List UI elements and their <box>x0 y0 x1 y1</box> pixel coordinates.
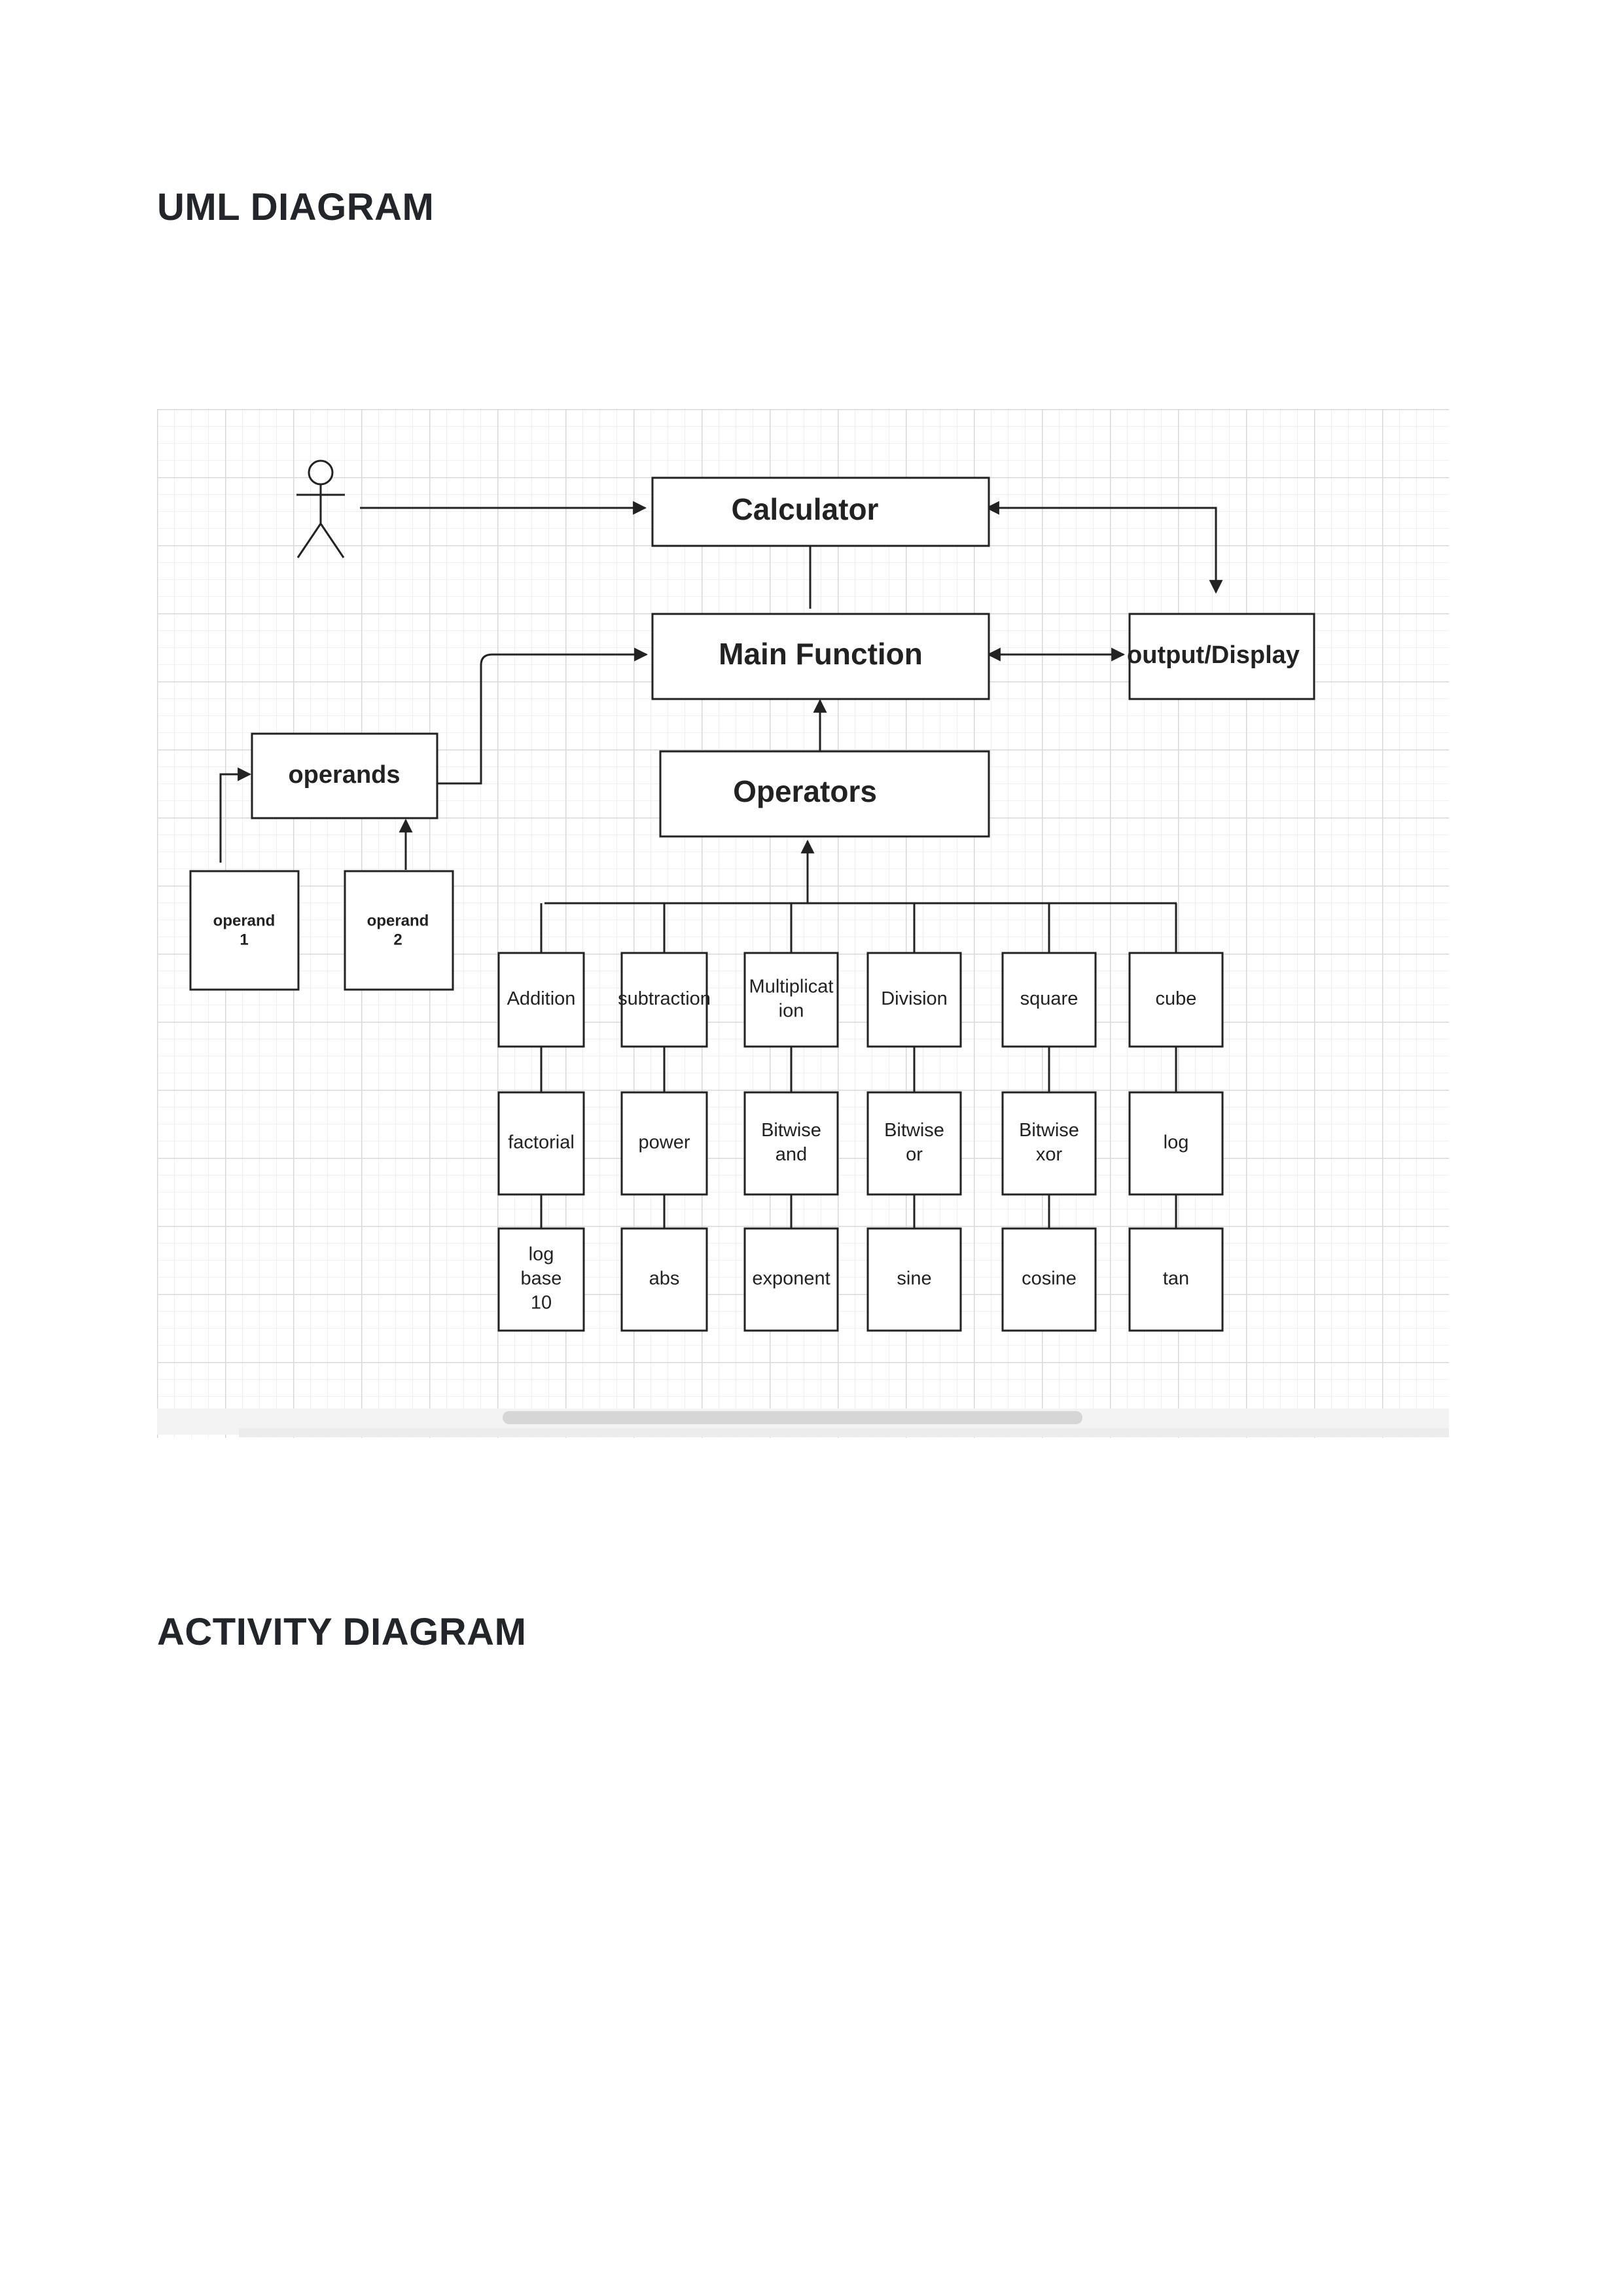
canvas-bottom-edge <box>239 1428 1449 1437</box>
main-function-label: Main Function <box>719 637 923 671</box>
operation-box-exponent: exponent <box>743 1227 839 1332</box>
operation-box-subtraction: subtraction <box>618 952 711 1048</box>
operation-label-power-line1: power <box>639 1132 690 1153</box>
operation-box-addition: Addition <box>497 952 585 1048</box>
operation-box-multiplicat-ion: Multiplicat ion <box>743 952 839 1048</box>
operation-label-bitwise-or-line1: Bitwise <box>884 1120 944 1141</box>
operation-label-bitwise-and-line2: and <box>776 1144 807 1165</box>
operation-label-bitwise-xor-line1: Bitwise <box>1019 1120 1079 1141</box>
operation-label-division-line1: Division <box>881 988 948 1009</box>
operand-2-label-line2: 2 <box>393 931 402 948</box>
operation-label-multiplicat-ion-line2: ion <box>779 1001 804 1022</box>
output-display-label: output/Display <box>1127 641 1300 669</box>
operand-1-label-line2: 1 <box>240 931 248 948</box>
operators-label: Operators <box>733 774 877 808</box>
operation-box-factorial: factorial <box>497 1091 585 1196</box>
operation-links <box>540 903 1177 1229</box>
operation-label-sine-line1: sine <box>897 1268 931 1289</box>
operation-box-bitwise-and: Bitwise and <box>743 1091 839 1196</box>
operation-label-abs-line1: abs <box>649 1268 680 1289</box>
operands-to-main-arrow <box>437 647 649 785</box>
operation-box-division: Division <box>866 952 962 1048</box>
operands-box: operands <box>251 732 438 819</box>
uml-diagram-heading: UML DIAGRAM <box>157 186 435 228</box>
operation-label-bitwise-and-line1: Bitwise <box>761 1120 821 1141</box>
actor-stick-figure-icon <box>296 459 345 558</box>
operand-1-box: operand 1 <box>189 870 300 991</box>
horizontal-scrollbar-thumb[interactable] <box>503 1411 1082 1424</box>
operation-label-log-base-10-line1: log <box>529 1244 554 1265</box>
operation-label-addition-line1: Addition <box>507 988 576 1009</box>
operation-box-bitwise-or: Bitwise or <box>866 1091 962 1196</box>
operands-label: operands <box>288 761 400 789</box>
operation-label-cosine-line1: cosine <box>1022 1268 1077 1289</box>
operators-box: Operators <box>659 750 990 838</box>
main-function-box: Main Function <box>651 613 990 700</box>
operation-box-log: log <box>1128 1091 1224 1196</box>
calculator-box: Calculator <box>651 476 990 547</box>
operation-label-bitwise-or-line2: or <box>906 1144 923 1165</box>
operation-label-bitwise-xor-line2: xor <box>1036 1144 1063 1165</box>
output-display-box: output/Display <box>1127 613 1315 700</box>
operation-box-abs: abs <box>620 1227 708 1332</box>
operation-label-log-base-10-line2: base <box>521 1268 562 1289</box>
operation-box-cube: cube <box>1128 952 1224 1048</box>
operand1-to-operands-arrow <box>219 767 252 863</box>
operation-label-cube-line1: cube <box>1156 988 1197 1009</box>
operation-box-tan: tan <box>1128 1227 1224 1332</box>
operation-label-log-base-10-line3: 10 <box>531 1293 552 1314</box>
operation-label-tan-line1: tan <box>1163 1268 1189 1289</box>
activity-diagram-heading: ACTIVITY DIAGRAM <box>157 1611 527 1653</box>
operation-label-subtraction-line1: subtraction <box>618 988 711 1009</box>
operation-box-power: power <box>620 1091 708 1196</box>
operand-2-box: operand 2 <box>344 870 454 991</box>
operation-boxes: Addition subtraction Multiplicat ion Divisio… <box>497 952 1224 1332</box>
operation-label-exponent-line1: exponent <box>752 1268 830 1289</box>
operation-label-log-line1: log <box>1164 1132 1189 1153</box>
operation-label-square-line1: square <box>1020 988 1079 1009</box>
operand-1-label-line1: operand <box>213 912 276 929</box>
operation-box-square: square <box>1001 952 1097 1048</box>
operation-label-multiplicat-ion-line1: Multiplicat <box>749 977 834 997</box>
operand-2-label-line1: operand <box>367 912 429 929</box>
operation-box-sine: sine <box>866 1227 962 1332</box>
operation-label-factorial-line1: factorial <box>508 1132 575 1153</box>
connectors <box>219 501 1223 1229</box>
calculator-output-arrow <box>985 501 1223 594</box>
operation-box-bitwise-xor: Bitwise xor <box>1001 1091 1097 1196</box>
calculator-label: Calculator <box>732 492 879 526</box>
operation-box-cosine: cosine <box>1001 1227 1097 1332</box>
operation-box-log-base-10: log base 10 <box>497 1227 585 1332</box>
diagram-canvas <box>157 409 1449 1438</box>
